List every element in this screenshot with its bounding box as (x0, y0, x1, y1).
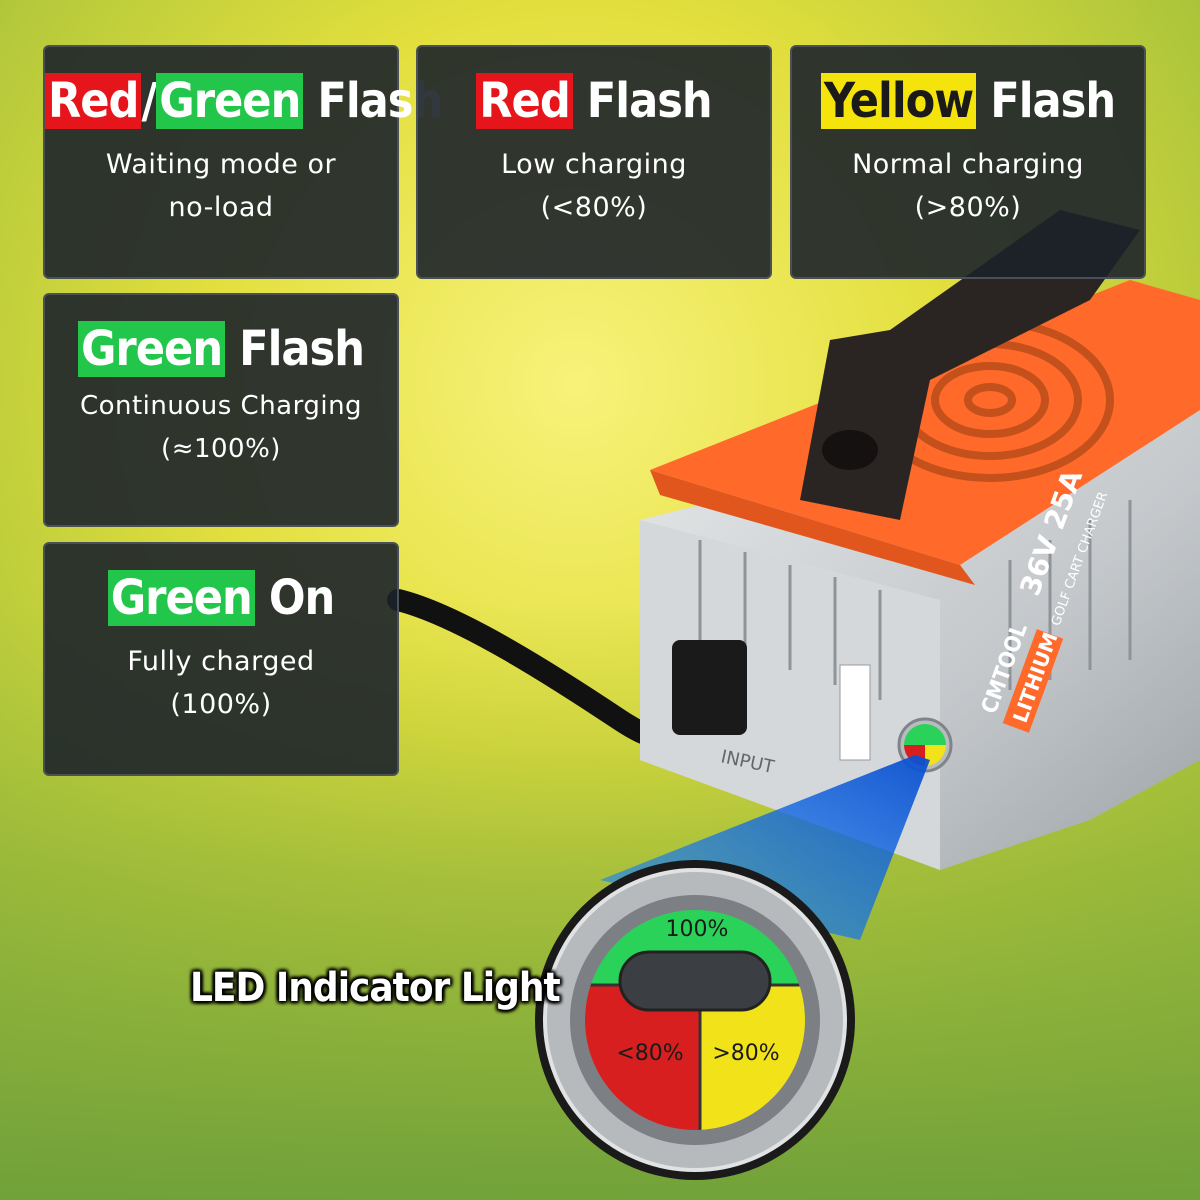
status-description-line: (≈100%) (161, 434, 281, 464)
status-description-line: Continuous Charging (79, 391, 363, 421)
status-heading-text: Flash (225, 321, 365, 377)
status-description-line: Low charging (501, 149, 687, 180)
status-description-line: Waiting mode or (105, 149, 337, 180)
status-heading: Red Flash (418, 73, 770, 129)
status-card-green-on: Green On Fully charged (100%) (43, 542, 399, 776)
status-color-word: Green (156, 73, 304, 129)
led-zoom-view: 100% <80% >80% (535, 860, 855, 1180)
status-heading-text: Flash (572, 73, 713, 129)
status-card-red-green-flash: Red/Green Flash Waiting mode or no-load (43, 45, 443, 279)
status-description: Continuous Charging (≈100%) (45, 385, 397, 471)
status-heading: Red/Green Flash (45, 73, 443, 129)
status-description-line: (>80%) (914, 192, 1022, 223)
led-bottom-left-label: <80% (616, 1041, 683, 1066)
status-heading-text: / (141, 73, 157, 129)
status-description: Normal charging (>80%) (792, 143, 1144, 229)
charger-orange-cover (650, 280, 1200, 565)
status-description-line: no-load (168, 192, 274, 223)
status-description: Waiting mode or no-load (45, 143, 397, 229)
led-bottom-right-label: >80% (712, 1041, 779, 1066)
led-top-label: 100% (666, 917, 729, 942)
status-heading: Yellow Flash (792, 73, 1144, 129)
carry-handle (800, 210, 1140, 520)
status-card-red-flash: Red Flash Low charging (<80%) (416, 45, 772, 279)
status-heading-text: On (254, 570, 335, 626)
barcode-label (839, 664, 871, 761)
status-card-green-flash: Green Flash Continuous Charging (≈100%) (43, 293, 399, 527)
status-heading-text: Flash (976, 73, 1116, 129)
status-heading: Green On (45, 570, 397, 626)
status-color-word: Yellow (820, 73, 977, 129)
status-card-yellow-flash: Yellow Flash Normal charging (>80%) (790, 45, 1146, 279)
status-color-word: Green (107, 570, 255, 626)
input-port (672, 640, 747, 735)
led-indicator-label: LED Indicator Light (190, 965, 561, 1011)
status-color-word: Green (77, 321, 226, 377)
heat-sink-fins (698, 500, 1132, 700)
status-color-word: Red (476, 73, 573, 129)
status-color-word: Red (45, 73, 142, 129)
status-description-line: (<80%) (540, 192, 648, 223)
status-description-line: Fully charged (127, 646, 315, 677)
status-description: Low charging (<80%) (418, 143, 770, 229)
led-window (618, 950, 772, 1012)
status-description-line: (100%) (170, 689, 272, 720)
status-heading: Green Flash (45, 321, 397, 377)
status-description-line: Normal charging (852, 149, 1084, 180)
status-description: Fully charged (100%) (45, 640, 397, 726)
